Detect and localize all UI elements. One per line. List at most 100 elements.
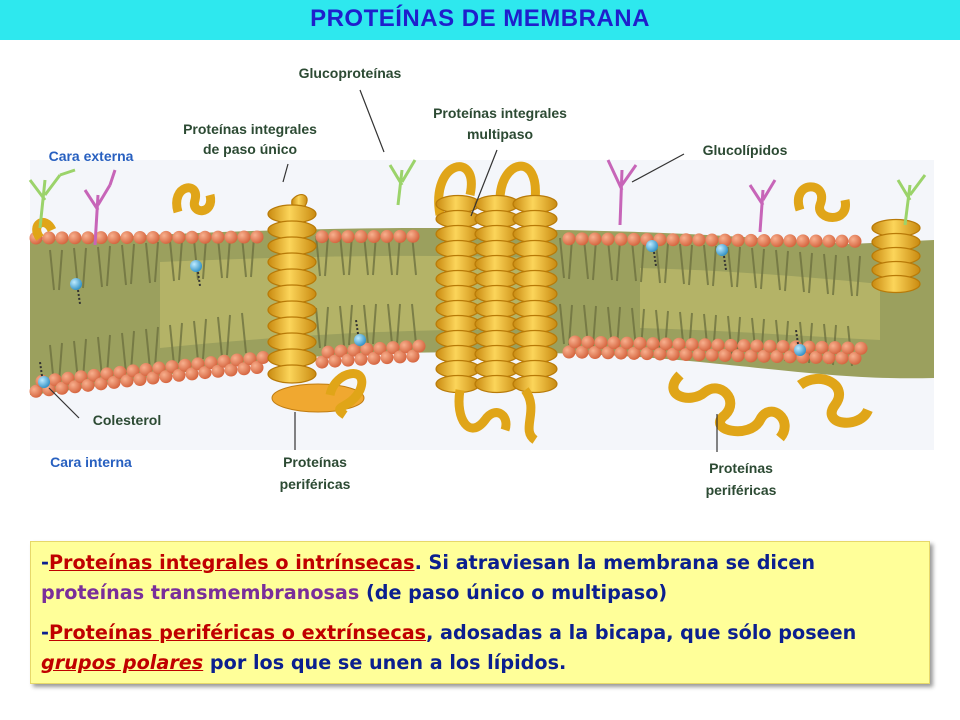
- lipid-head: [770, 350, 784, 364]
- lipid-head: [55, 381, 69, 395]
- lipid-head: [770, 234, 784, 248]
- lipid-head: [588, 346, 602, 359]
- lipid-head: [692, 348, 706, 362]
- lipid-head: [172, 368, 186, 382]
- lipid-head: [646, 337, 660, 351]
- slide-title: PROTEÍNAS DE MEMBRANA: [310, 5, 650, 32]
- lipid-head: [757, 349, 771, 363]
- lipid-head: [412, 339, 426, 353]
- single-pass-protein: [267, 194, 317, 384]
- lipid-head: [627, 232, 641, 246]
- lipid-head: [334, 344, 348, 358]
- lipid-head: [178, 358, 192, 372]
- lipid-head: [237, 230, 251, 244]
- text-run: . Si atraviesan la membrana se dicen: [414, 551, 816, 574]
- label-perifericas-right-line1: Proteínas: [709, 460, 773, 476]
- lipid-head: [854, 341, 868, 355]
- lipid-head: [783, 350, 797, 364]
- right-integral-protein: [871, 218, 921, 294]
- lipid-head: [94, 377, 108, 391]
- lipid-head: [406, 349, 420, 363]
- paragraph-perifericas: -Proteínas periféricas o extrínsecas, ad…: [41, 618, 917, 678]
- term-transmembranosas: proteínas transmembranosas: [41, 581, 360, 604]
- lipid-head: [341, 230, 355, 244]
- lipid-head: [607, 336, 621, 350]
- lipid-head: [666, 347, 680, 361]
- lipid-head: [848, 234, 862, 248]
- lipid-head: [562, 232, 576, 246]
- lipid-head: [711, 338, 725, 352]
- lipid-head: [152, 361, 166, 375]
- lipid-head: [107, 231, 121, 245]
- lipid-head: [783, 234, 797, 248]
- lipid-head: [367, 351, 381, 365]
- label-glucolipidos: Glucolípidos: [702, 142, 788, 158]
- lipid-head: [776, 340, 790, 354]
- lipid-head: [29, 384, 43, 398]
- lipid-head: [568, 335, 582, 349]
- cholesterol-molecules: [38, 240, 806, 388]
- lipid-head: [204, 356, 218, 370]
- lipid-head: [315, 230, 329, 244]
- lipid-heads: [29, 229, 868, 398]
- lipid-head: [165, 360, 179, 374]
- peripheral-protein-left: [271, 369, 367, 419]
- leader-lines: [48, 89, 718, 452]
- lipid-head: [139, 362, 153, 376]
- lipid-head: [705, 348, 719, 362]
- lipid-head: [718, 233, 732, 247]
- lipid-head: [744, 349, 758, 363]
- lipid-head: [659, 337, 673, 351]
- lipid-head: [146, 371, 160, 385]
- lipid-head: [373, 341, 387, 355]
- lipid-head: [640, 347, 654, 361]
- lipid-head: [679, 233, 693, 247]
- text-run: por los que se unen a los lípidos.: [203, 651, 567, 674]
- lipid-head: [81, 231, 95, 245]
- lipid-head: [126, 364, 140, 378]
- lipid-head: [68, 231, 82, 245]
- label-perifericas-left-line2: periféricas: [279, 476, 351, 492]
- term-grupos-polares: grupos polares: [41, 651, 204, 674]
- label-integrales-multipaso-line1: Proteínas integrales: [433, 105, 567, 121]
- lipid-head: [321, 345, 335, 359]
- lipid-head: [185, 230, 199, 244]
- lipid-head: [731, 349, 745, 363]
- lipid-head: [172, 230, 186, 244]
- lipid-head: [575, 345, 589, 359]
- lipid-head: [81, 378, 95, 392]
- lipid-head: [750, 339, 764, 353]
- lipid-head: [159, 370, 173, 384]
- lipid-head: [107, 375, 121, 389]
- lipid-head: [588, 232, 602, 246]
- label-perifericas-left-line1: Proteínas: [283, 454, 347, 470]
- lipid-head: [120, 374, 134, 388]
- label-integrales-paso-unico-line1: Proteínas integrales: [183, 121, 317, 137]
- lipid-head: [848, 351, 862, 365]
- lipid-head: [250, 361, 264, 375]
- label-cara-interna: Cara interna: [50, 454, 132, 470]
- label-glucoproteinas: Glucoproteínas: [298, 65, 402, 81]
- lipid-head: [399, 340, 413, 354]
- lipid-head: [633, 336, 647, 350]
- lipid-head: [822, 234, 836, 248]
- dash: -: [41, 621, 49, 644]
- lipid-head: [731, 233, 745, 247]
- lipid-head: [120, 231, 134, 245]
- label-colesterol: Colesterol: [92, 412, 162, 428]
- lipid-head: [191, 357, 205, 371]
- lipid-head: [620, 336, 634, 350]
- lipid-head: [581, 335, 595, 349]
- lipid-head: [380, 351, 394, 365]
- lipid-head: [380, 229, 394, 243]
- lipid-head: [815, 340, 829, 354]
- lipid-head: [393, 229, 407, 243]
- lipid-head: [386, 341, 400, 355]
- label-perifericas-right-line2: periféricas: [705, 482, 777, 498]
- lipid-head: [198, 366, 212, 380]
- lipid-head: [159, 230, 173, 244]
- lipid-head: [653, 347, 667, 361]
- lipid-head: [315, 355, 329, 369]
- lipid-head: [575, 232, 589, 246]
- explanation-textbox: -Proteínas integrales o intrínsecas. Si …: [30, 541, 930, 684]
